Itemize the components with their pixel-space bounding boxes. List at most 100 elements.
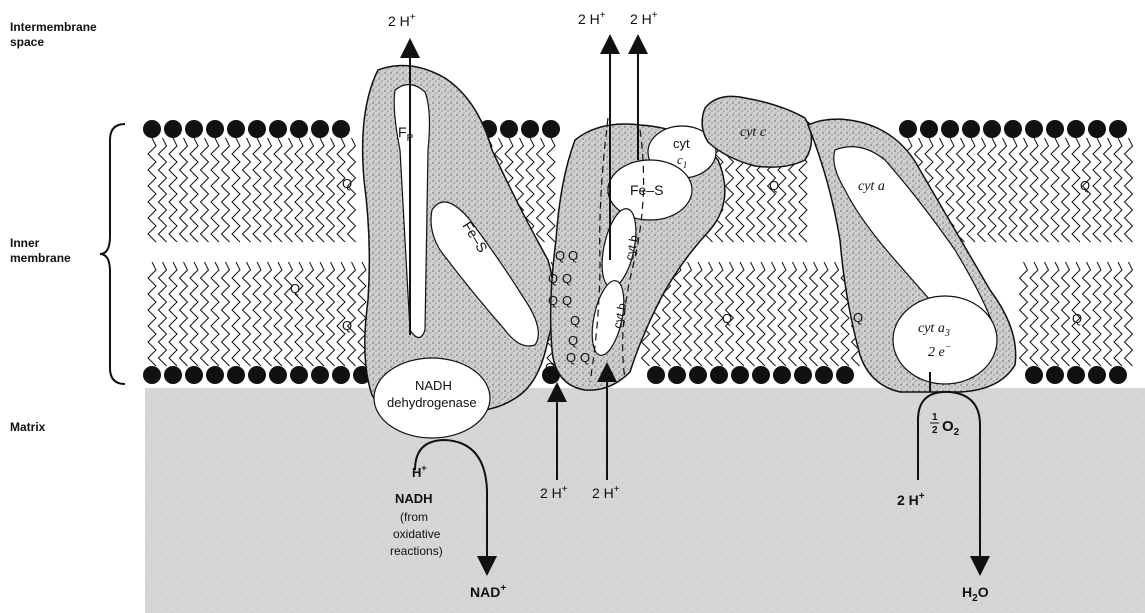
phospholipid-tail — [736, 262, 744, 366]
phospholipid-tail — [1072, 138, 1080, 242]
phospholipid-tail — [957, 138, 965, 242]
phospholipid-head — [983, 120, 1001, 138]
phospholipid-tail — [190, 262, 198, 366]
ubiquinone-q-label: Q — [568, 333, 578, 348]
ubiquinone-q-label: Q — [568, 248, 578, 263]
phospholipid-head — [710, 366, 728, 384]
phospholipid-tail — [232, 138, 240, 242]
phospholipid-tail — [327, 262, 335, 366]
phospholipid-tail — [1041, 262, 1049, 366]
phospholipid-tail — [211, 262, 219, 366]
phospholipid-tail — [1114, 262, 1122, 366]
nadh-source-line2: oxidative — [393, 527, 441, 541]
phospholipid-head — [164, 366, 182, 384]
phospholipid-head — [311, 366, 329, 384]
nadh-source-line3: reactions) — [390, 544, 443, 558]
phospholipid-tail — [1030, 262, 1038, 366]
phospholipid-tail — [327, 138, 335, 242]
phospholipid-tail — [264, 262, 272, 366]
ubiquinone-q-label: Q — [545, 360, 555, 375]
phospholipid-tail — [831, 262, 839, 366]
phospholipid-tail — [274, 262, 282, 366]
phospholipid-tail — [316, 262, 324, 366]
phospholipid-head — [185, 120, 203, 138]
phospholipid-tail — [1093, 262, 1101, 366]
phospholipid-tail — [201, 262, 209, 366]
phospholipid-head — [164, 120, 182, 138]
phospholipid-head — [773, 366, 791, 384]
phospholipid-head — [311, 120, 329, 138]
phospholipid-tail — [1104, 262, 1112, 366]
phospholipid-tail — [1114, 138, 1122, 242]
phospholipid-tail — [285, 138, 293, 242]
phospholipid-tail — [148, 262, 156, 366]
phospholipid-head — [248, 366, 266, 384]
phospholipid-head — [143, 366, 161, 384]
complex-iii-fe-s-label: Fe–S — [630, 182, 663, 198]
phospholipid-tail — [1020, 138, 1028, 242]
phospholipid-head — [185, 366, 203, 384]
phospholipid-tail — [264, 138, 272, 242]
nadh-label: NADH — [395, 491, 433, 506]
phospholipid-head — [1046, 120, 1064, 138]
phospholipid-tail — [988, 138, 996, 242]
phospholipid-tail — [778, 262, 786, 366]
phospholipid-tail — [747, 262, 755, 366]
phospholipid-head — [269, 120, 287, 138]
phospholipid-tail — [180, 262, 188, 366]
phospholipid-tail — [159, 262, 167, 366]
phospholipid-tail — [169, 138, 177, 242]
phospholipid-tail — [789, 262, 797, 366]
phospholipid-head — [206, 366, 224, 384]
cyt-a-label: cyt a — [858, 179, 885, 194]
phospholipid-head — [941, 120, 959, 138]
phospholipid-head — [269, 366, 287, 384]
phospholipid-head — [920, 120, 938, 138]
phospholipid-tail — [232, 262, 240, 366]
phospholipid-head — [227, 366, 245, 384]
nadh-dehydrogenase-label-line1: NADH — [415, 378, 452, 393]
ubiquinone-q-label: Q — [1080, 178, 1090, 193]
phospholipid-head — [1109, 366, 1127, 384]
phospholipid-tail — [274, 138, 282, 242]
cyt-c1-label: cyt — [673, 136, 690, 151]
ubiquinone-q-label: Q — [342, 176, 352, 191]
ubiquinone-q-label: Q — [580, 350, 590, 365]
phospholipid-tail — [673, 262, 681, 366]
matrix-region — [145, 388, 1145, 613]
phospholipid-head — [1067, 120, 1085, 138]
phospholipid-head — [794, 366, 812, 384]
phospholipid-tail — [1009, 138, 1017, 242]
phospholipid-tail — [1125, 262, 1133, 366]
phospholipid-head — [500, 120, 518, 138]
phospholipid-tail — [967, 138, 975, 242]
cyt-a3-subunit — [893, 296, 997, 384]
phospholipid-head — [521, 120, 539, 138]
phospholipid-head — [1046, 366, 1064, 384]
phospholipid-tail — [810, 262, 818, 366]
phospholipid-tail — [1041, 138, 1049, 242]
phospholipid-tail — [999, 138, 1007, 242]
ubiquinone-q-label: Q — [548, 271, 558, 286]
phospholipid-tail — [201, 138, 209, 242]
ubiquinone-q-label: Q — [290, 281, 300, 296]
phospholipid-tail — [243, 138, 251, 242]
phospholipid-tail — [820, 262, 828, 366]
phospholipid-head — [290, 120, 308, 138]
phospholipid-tail — [169, 262, 177, 366]
phospholipid-head — [836, 366, 854, 384]
phospholipid-tail — [295, 262, 303, 366]
phospholipid-tail — [306, 138, 314, 242]
nadh-source-line1: (from — [400, 510, 428, 524]
phospholipid-head — [1025, 366, 1043, 384]
phospholipid-tail — [243, 262, 251, 366]
phospholipid-head — [731, 366, 749, 384]
ubiquinone-q-label: Q — [722, 311, 732, 326]
phospholipid-tail — [148, 138, 156, 242]
phospholipid-tail — [295, 138, 303, 242]
ubiquinone-q-label: Q — [342, 318, 352, 333]
ubiquinone-q-label: Q — [1072, 311, 1082, 326]
phospholipid-head — [689, 366, 707, 384]
